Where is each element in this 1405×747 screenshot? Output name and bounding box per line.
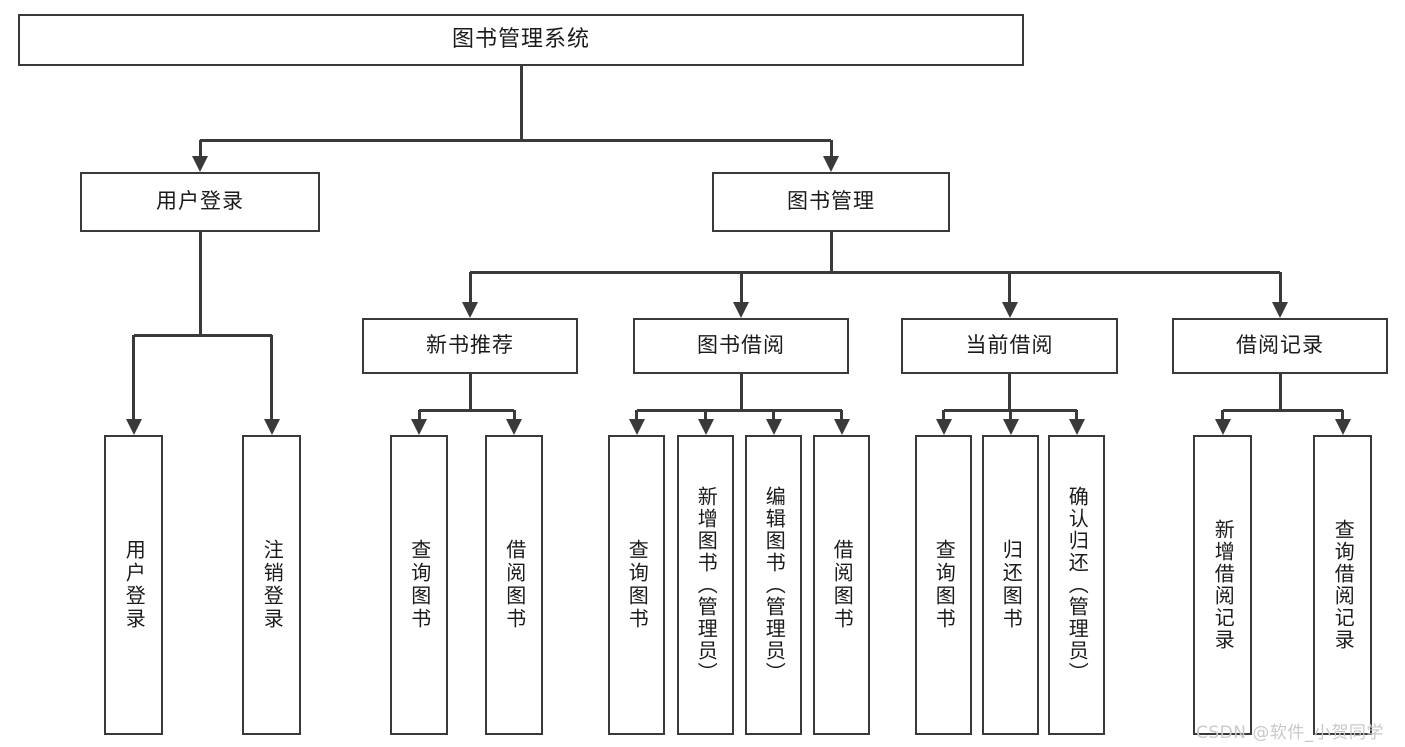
edge-leafbus-1 [419,408,514,412]
leaf-query-borrow-record[interactable]: 查询借阅记录 [1313,435,1372,735]
node-borrow-record[interactable]: 借阅记录 [1172,318,1388,374]
edge-leafbus-0 [133,333,272,337]
csdn-watermark: CSDN @软件_小贺同学 [1196,723,1384,743]
arrowhead-l2-0 [462,302,478,318]
arrowhead-leaf-2-1 [697,419,714,435]
arrowhead-l2-3 [1272,302,1288,318]
edge-leafbus-4 [1222,408,1343,412]
edge-leafbus-2 [636,408,842,412]
edge-leaf-2-1 [704,410,707,419]
edge-leaf-2-3 [840,410,843,419]
leaf-return-book[interactable]: 归还图书 [982,435,1039,735]
edge-leaf-2-2 [772,410,775,419]
edge-leaf-0-0 [132,335,135,419]
edge-root-to-l1-0 [198,140,202,156]
edge-bm-to-l2-2 [1008,272,1011,302]
arrowhead-leaf-2-3 [833,419,850,435]
edge-bm-to-l2-1 [739,272,743,302]
arrowhead-l1-1 [823,156,839,172]
node-book-borrow[interactable]: 图书借阅 [633,318,849,374]
leaf-query-book-borrow[interactable]: 查询图书 [608,435,665,735]
arrowhead-leaf-2-0 [628,419,645,435]
edge-leaf-2-0 [635,410,638,419]
arrowhead-leaf-2-2 [765,419,782,435]
edge-bm-stem [829,232,833,272]
edge-leafstem-2 [739,374,743,410]
arrowhead-leaf-3-0 [935,419,952,435]
node-root[interactable]: 图书管理系统 [18,14,1024,66]
edge-root-bus [200,138,831,142]
arrowhead-leaf-3-2 [1068,419,1085,435]
arrowhead-leaf-0-0 [125,419,142,435]
node-user-login[interactable]: 用户登录 [80,172,320,232]
arrowhead-leaf-3-1 [1002,419,1019,435]
arrowhead-l1-0 [192,156,208,172]
leaf-user-login[interactable]: 用户登录 [104,435,163,735]
edge-leafstem-0 [198,232,202,335]
edge-leaf-4-0 [1221,410,1224,419]
edge-root-to-l1-1 [829,140,833,156]
arrowhead-leaf-4-1 [1334,419,1351,435]
leaf-query-book-recommend[interactable]: 查询图书 [390,435,448,735]
leaf-borrow-book[interactable]: 借阅图书 [813,435,870,735]
arrowhead-leaf-0-1 [263,419,280,435]
edge-leaf-3-2 [1075,410,1078,419]
edge-leaf-3-0 [942,410,945,419]
edge-leaf-4-1 [1341,410,1344,419]
arrowhead-l2-1 [733,302,749,318]
arrowhead-l2-2 [1001,302,1018,318]
leaf-borrow-book-recommend[interactable]: 借阅图书 [485,435,543,735]
edge-leaf-3-1 [1009,410,1012,419]
edge-root-stem [519,66,523,140]
leaf-edit-book-admin[interactable]: 编辑图书（管理员） [745,435,802,735]
leaf-query-book-current[interactable]: 查询图书 [915,435,972,735]
arrowhead-leaf-1-0 [411,419,427,435]
edge-leaf-1-1 [512,410,516,419]
edge-leafstem-4 [1278,374,1282,410]
edge-leafstem-1 [468,374,472,410]
leaf-confirm-return-admin[interactable]: 确认归还（管理员） [1048,435,1105,735]
node-new-book-recommend[interactable]: 新书推荐 [362,318,578,374]
arrowhead-leaf-4-0 [1214,419,1231,435]
edge-bm-bus [470,270,1280,274]
leaf-logout[interactable]: 注销登录 [242,435,301,735]
leaf-add-borrow-record[interactable]: 新增借阅记录 [1193,435,1252,735]
node-current-borrow[interactable]: 当前借阅 [901,318,1118,374]
node-book-management[interactable]: 图书管理 [712,172,950,232]
edge-leafstem-3 [1008,374,1011,410]
edge-leaf-0-1 [270,335,273,419]
edge-bm-to-l2-3 [1278,272,1282,302]
leaf-add-book-admin[interactable]: 新增图书（管理员） [677,435,734,735]
edge-bm-to-l2-0 [468,272,472,302]
arrowhead-leaf-1-1 [506,419,522,435]
edge-leaf-1-0 [417,410,421,419]
